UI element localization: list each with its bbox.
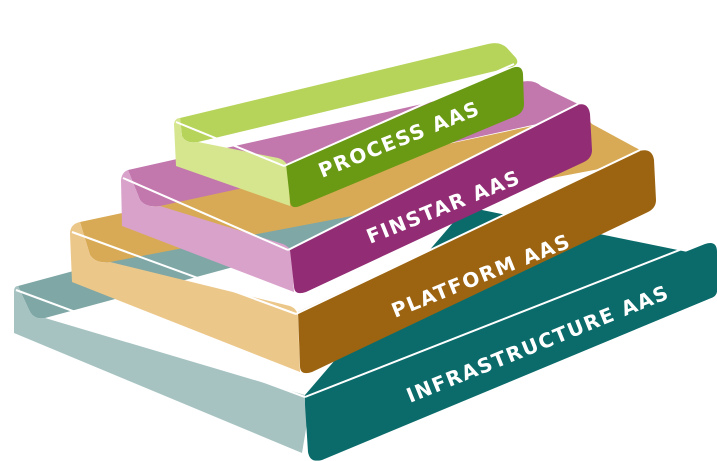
infrastructure-edge-highlight — [15, 239, 706, 398]
infrastructure-front-band — [310, 243, 717, 461]
finstar-left-face — [121, 170, 294, 292]
infrastructure-left-face — [14, 286, 311, 453]
platform-edge-highlight — [71, 149, 641, 315]
finstar-front-face — [290, 104, 592, 294]
process-top-face — [180, 43, 518, 143]
process-edge-highlight — [175, 63, 515, 167]
process-front-face — [286, 66, 524, 208]
process-left-face — [174, 118, 290, 206]
platform-front-face — [298, 150, 656, 374]
finstar-edge-highlight — [122, 103, 579, 251]
platform-left-face — [70, 222, 300, 372]
